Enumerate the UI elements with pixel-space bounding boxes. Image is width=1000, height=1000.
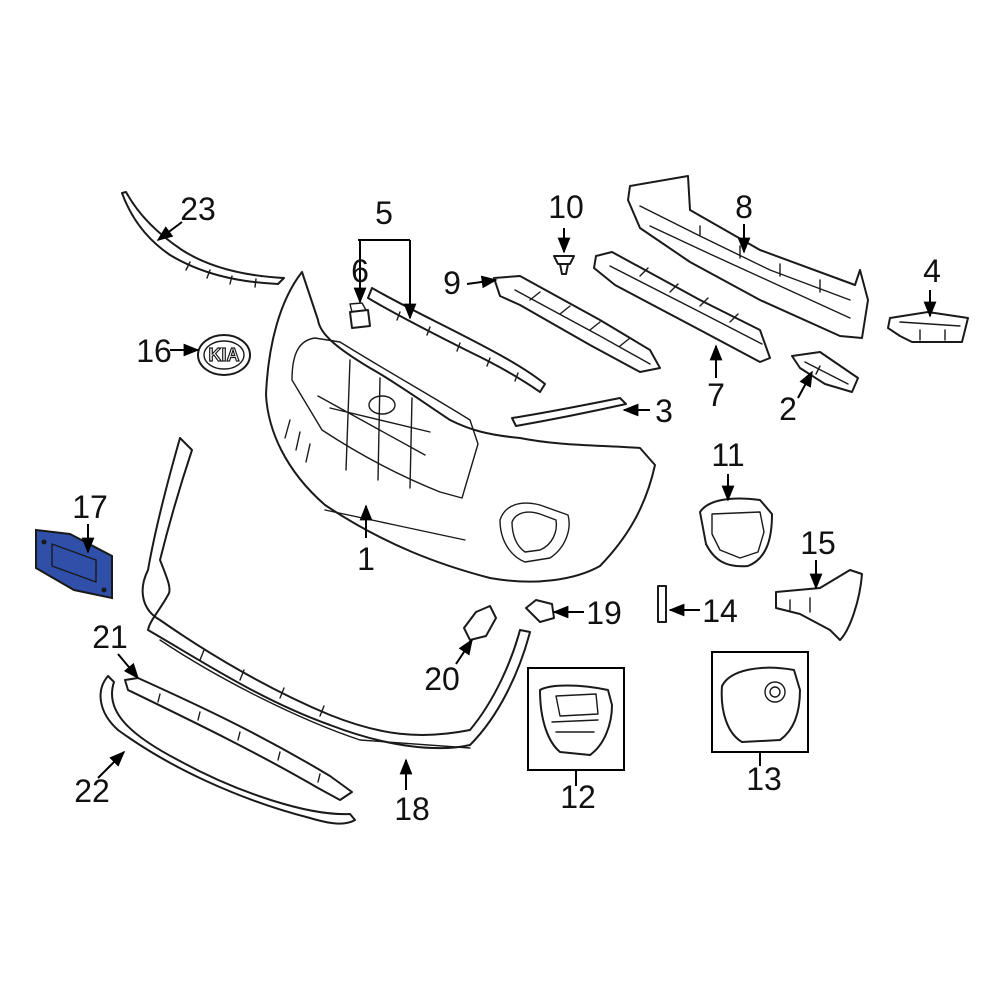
callout-4: 4 [923,253,941,289]
callout-14: 14 [702,593,738,629]
part-11-bezel[interactable] [699,497,773,568]
callout-23: 23 [180,191,216,227]
callout-17: 17 [72,489,108,525]
part-6-clip[interactable] [349,302,371,329]
part-21-strip[interactable] [124,677,353,801]
callout-18: 18 [394,791,430,827]
part-10-pushclip[interactable] [553,255,575,275]
part-2-bracket[interactable] [791,351,859,393]
part-14-bracket[interactable] [657,585,667,623]
callout-5: 5 [375,195,393,231]
part-15-air-guide[interactable] [775,569,863,641]
part-17-license-bracket[interactable] [35,528,113,600]
callout-1: 1 [357,541,375,577]
callout-3: 3 [655,393,673,429]
callout-22: 22 [74,773,110,809]
part-9-bracket[interactable] [493,275,661,373]
callout-labels: 1 2 3 4 5 6 7 8 9 10 11 12 13 14 15 16 1… [72,189,941,827]
leader-lines [81,221,937,790]
emblem-logo: KIA [209,345,240,365]
part-16-emblem[interactable]: KIA [197,334,251,376]
part-19-clip[interactable] [525,599,555,623]
callout-6: 6 [351,253,369,289]
highlighted-part [35,528,113,600]
callout-19: 19 [586,595,622,631]
part-7-absorber[interactable] [593,251,771,363]
callout-9: 9 [443,265,461,301]
callout-15: 15 [800,525,836,561]
part-18-lower-bumper[interactable] [141,437,531,750]
callout-12: 12 [560,779,596,815]
part-22-skid[interactable] [99,675,356,825]
callout-10: 10 [548,189,584,225]
callout-21: 21 [92,619,128,655]
callout-16: 16 [136,333,172,369]
callout-11: 11 [711,437,744,473]
callout-20: 20 [424,661,460,697]
callout-8: 8 [735,189,753,225]
part-1-bumper-cover[interactable] [265,271,656,583]
part-12-boxed-bezel[interactable] [527,667,625,771]
part-3-trim[interactable] [511,397,627,427]
callout-7: 7 [707,377,725,413]
callout-2: 2 [779,391,797,427]
callout-13: 13 [746,761,782,797]
part-4-bracket[interactable] [887,311,969,343]
part-13-boxed-bezel[interactable] [711,651,809,753]
part-20-clip[interactable] [463,605,497,641]
